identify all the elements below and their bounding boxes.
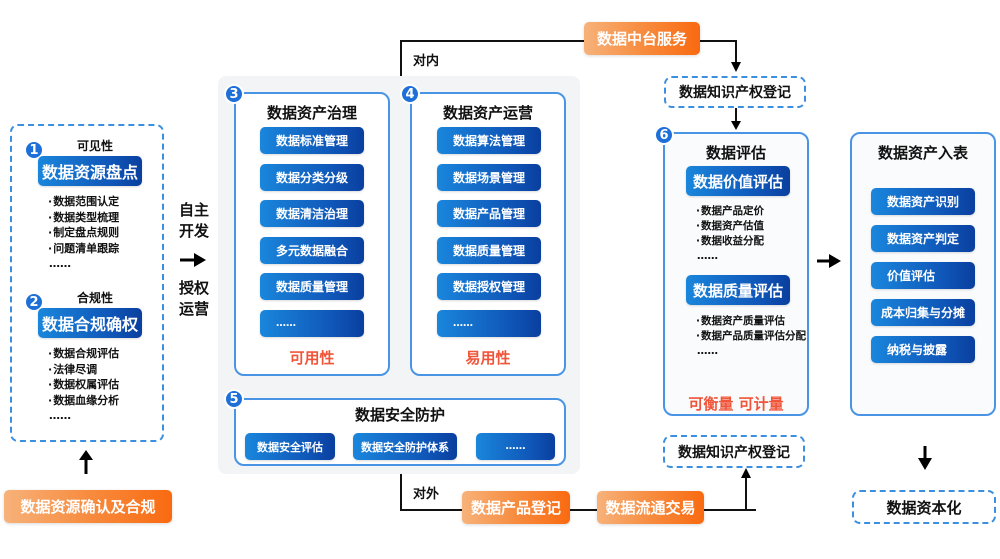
operation-item[interactable]: 数据授权管理 [437,273,541,300]
governance-items: 数据标准管理 数据分类分级 数据清洁治理 多元数据融合 数据质量管理 …… [260,127,364,337]
measurable-label: 可衡量 可计量 [688,395,784,413]
label-line: 授权 [178,279,209,297]
top-flow-line-vertical [400,40,402,76]
bullet-ellipsis: …… [49,257,71,270]
value-evaluation-bullets: 数据产品定价 数据资产估值 数据收益分配 …… [696,204,806,264]
resource-inventory-bullets: 数据范围认定 数据类型梳理 制定盘点规则 问题清单跟踪 …… [48,194,158,272]
operation-item-more[interactable]: …… [437,309,541,337]
usability-label: 可用性 [289,349,335,367]
operation-title: 数据资产运营 [442,104,533,122]
governance-item[interactable]: 多元数据融合 [260,236,364,264]
evaluation-title: 数据评估 [705,144,766,162]
governance-item-more[interactable]: …… [260,309,364,337]
operation-item[interactable]: 数据质量管理 [437,236,541,264]
ip-registration-top[interactable]: 数据知识产权登记 [664,76,806,108]
governance-item[interactable]: 数据质量管理 [260,273,364,300]
right-arrow-icon [180,253,206,267]
step-number-4: 4 [400,84,420,104]
step-number-3: 3 [224,84,244,104]
balance-sheet-item[interactable]: 数据资产识别 [871,188,975,215]
label-line: 运营 [178,300,209,318]
balance-sheet-item[interactable]: 价值评估 [871,262,975,289]
visibility-caption: 可见性 [76,139,113,153]
compliance-rights-title[interactable]: 数据合规确权 [38,308,142,338]
bullet-ellipsis: …… [697,345,718,357]
data-platform-service-button[interactable]: 数据中台服务 [584,22,700,55]
ip-registration-bottom-label: 数据知识产权登记 [678,444,790,461]
bullet-item: 数据资产质量评估 [696,314,811,329]
bullet-item: 制定盘点规则 [48,225,158,241]
capitalization-box[interactable]: 数据资本化 [852,490,996,524]
bullet-ellipsis: …… [697,250,718,262]
internal-label: 对内 [413,54,440,69]
quality-evaluation-bullets: 数据资产质量评估 数据产品质量评估分配 …… [696,314,811,359]
balance-sheet-item[interactable]: 数据资产判定 [871,225,975,252]
step-number-2: 2 [24,292,44,312]
authorized-operation-label: 授权 运营 [176,278,212,320]
step-number-5: 5 [224,389,244,409]
operation-item[interactable]: 数据场景管理 [437,163,541,191]
bullet-item: 数据权属评估 [48,377,158,393]
step-number-1: 1 [24,140,44,160]
ip-to-eval-line [735,108,737,124]
compliance-rights-bullets: 数据合规评估 法律尽调 数据权属评估 数据血缘分析 …… [48,346,158,424]
label-line: 开发 [178,222,209,240]
resource-confirmation-button[interactable]: 数据资源确认及合规 [4,490,172,523]
right-arrow-icon [817,254,841,268]
governance-title: 数据资产治理 [266,104,357,122]
operation-item[interactable]: 数据产品管理 [437,200,541,227]
balance-sheet-item[interactable]: 纳税与披露 [871,336,975,363]
bullet-item: 数据合规评估 [48,346,158,362]
down-arrow-icon [731,62,741,72]
bullet-item: 法律尽调 [48,362,158,378]
operation-items: 数据算法管理 数据场景管理 数据产品管理 数据质量管理 数据授权管理 …… [437,127,541,337]
governance-item[interactable]: 数据分类分级 [260,163,364,191]
ip-registration-bottom[interactable]: 数据知识产权登记 [663,435,805,468]
down-arrow-icon [731,121,741,130]
ip-registration-top-label: 数据知识产权登记 [679,85,791,101]
bullet-item: 数据类型梳理 [48,210,158,226]
security-item[interactable]: 数据安全评估 [245,433,335,460]
up-arrow-icon [741,468,751,478]
product-registration-button[interactable]: 数据产品登记 [462,491,570,524]
external-label: 对外 [413,487,440,502]
bullet-item: 数据收益分配 [696,234,806,249]
label-line: 自主 [178,201,209,219]
step-number-6: 6 [654,125,674,145]
balance-sheet-item[interactable]: 成本归集与分摊 [871,299,975,326]
bullet-item: 数据资产估值 [696,219,806,234]
bullet-item: 数据产品定价 [696,204,806,219]
balance-sheet-title: 数据资产入表 [877,144,968,162]
bottom-flow-line-horizontal [400,509,756,511]
quality-evaluation-title[interactable]: 数据质量评估 [686,275,790,305]
bullet-item: 数据血缘分析 [48,393,158,409]
security-item[interactable]: 数据安全防护体系 [353,433,457,460]
bottom-flow-line-up [745,474,747,511]
top-flow-line-horizontal [400,40,736,42]
bottom-flow-line-vertical [400,474,402,510]
security-item-more[interactable]: …… [476,433,555,460]
governance-item[interactable]: 数据清洁治理 [260,200,364,227]
operation-item[interactable]: 数据算法管理 [437,127,541,154]
top-flow-line-down [735,40,737,66]
self-dev-label: 自主 开发 [176,200,212,242]
bullet-ellipsis: …… [49,409,71,422]
bullet-item: 数据产品质量评估分配 [696,329,811,344]
capitalization-label: 数据资本化 [886,498,962,517]
governance-item[interactable]: 数据标准管理 [260,127,364,154]
balance-sheet-items: 数据资产识别 数据资产判定 价值评估 成本归集与分摊 纳税与披露 [871,188,975,363]
up-arrow-icon [79,450,93,474]
value-evaluation-title[interactable]: 数据价值评估 [686,166,790,196]
compliance-caption: 合规性 [76,291,113,305]
ease-of-use-label: 易用性 [465,349,511,367]
bullet-item: 问题清单跟踪 [48,241,158,257]
circulation-trading-button[interactable]: 数据流通交易 [597,491,704,524]
security-title: 数据安全防护 [354,406,445,424]
resource-inventory-title[interactable]: 数据资源盘点 [38,156,142,186]
down-arrow-icon [918,446,932,470]
bullet-item: 数据范围认定 [48,194,158,210]
